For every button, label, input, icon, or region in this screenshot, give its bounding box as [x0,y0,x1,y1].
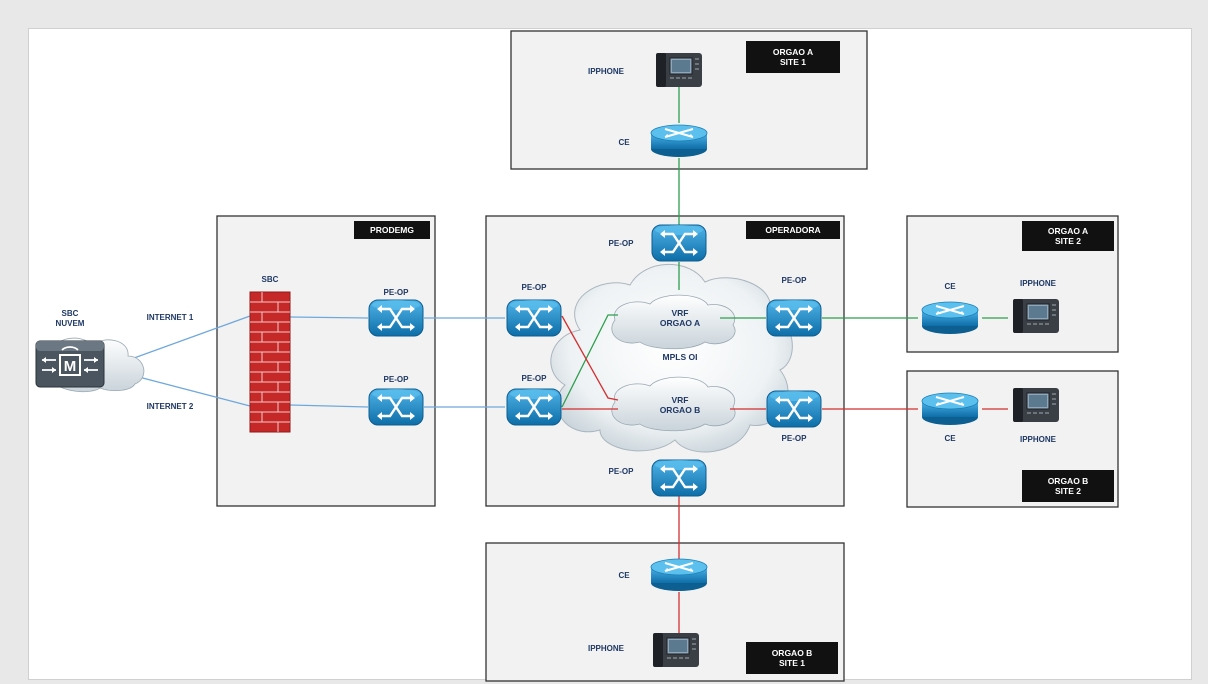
ce-label: CE [618,138,630,147]
box-title-prodemg: PRODEMG [370,225,414,235]
sbc-label: SBC [261,275,279,284]
ip-phone-icon [1012,387,1060,423]
pe-op-router-icon [765,298,823,338]
ce-router-icon [921,392,979,426]
ce-label: CE [944,282,956,291]
orgao-b-links [561,315,1008,635]
internet2-label: INTERNET 2 [146,402,194,411]
pe-op-label: PE-OP [383,288,409,297]
ipphone-label: IPPHONE [587,67,624,76]
pe-op-label: PE-OP [781,434,807,443]
mpls-label: MPLS OI [662,352,698,362]
pe-op-label: PE-OP [608,467,634,476]
box-title-operadora: OPERADORA [765,225,821,235]
ce-label: CE [618,571,630,580]
ipphone-label: IPPHONE [1019,435,1056,444]
pe-op-label: PE-OP [521,283,547,292]
pe-op-router-icon [765,389,823,429]
ce-router-icon [650,124,708,158]
ip-phone-icon [655,52,703,88]
ip-phone-icon [1012,298,1060,334]
orgao-a-links [561,80,1008,408]
ce-router-icon [650,558,708,592]
ip-phone-icon [652,632,700,668]
ipphone-label: IPPHONE [587,644,624,653]
pe-op-label: PE-OP [383,375,409,384]
pe-op-router-icon [650,458,708,498]
sbc-icon: M [35,340,105,388]
pe-op-router-icon [505,298,563,338]
pe-op-router-icon [367,387,425,427]
ipphone-label: IPPHONE [1019,279,1056,288]
pe-op-label: PE-OP [521,374,547,383]
vrf-orgao-a-cloud [611,294,736,350]
svg-text:M: M [64,358,77,375]
pe-op-router-icon [650,223,708,263]
pe-op-router-icon [505,387,563,427]
pe-op-label: PE-OP [781,276,807,285]
ce-router-icon [921,301,979,335]
pe-op-router-icon [367,298,425,338]
internet1-label: INTERNET 1 [146,313,194,322]
firewall-icon [249,291,291,433]
vrf-orgao-b-cloud [611,376,736,432]
ce-label: CE [944,434,956,443]
pe-op-label: PE-OP [608,239,634,248]
